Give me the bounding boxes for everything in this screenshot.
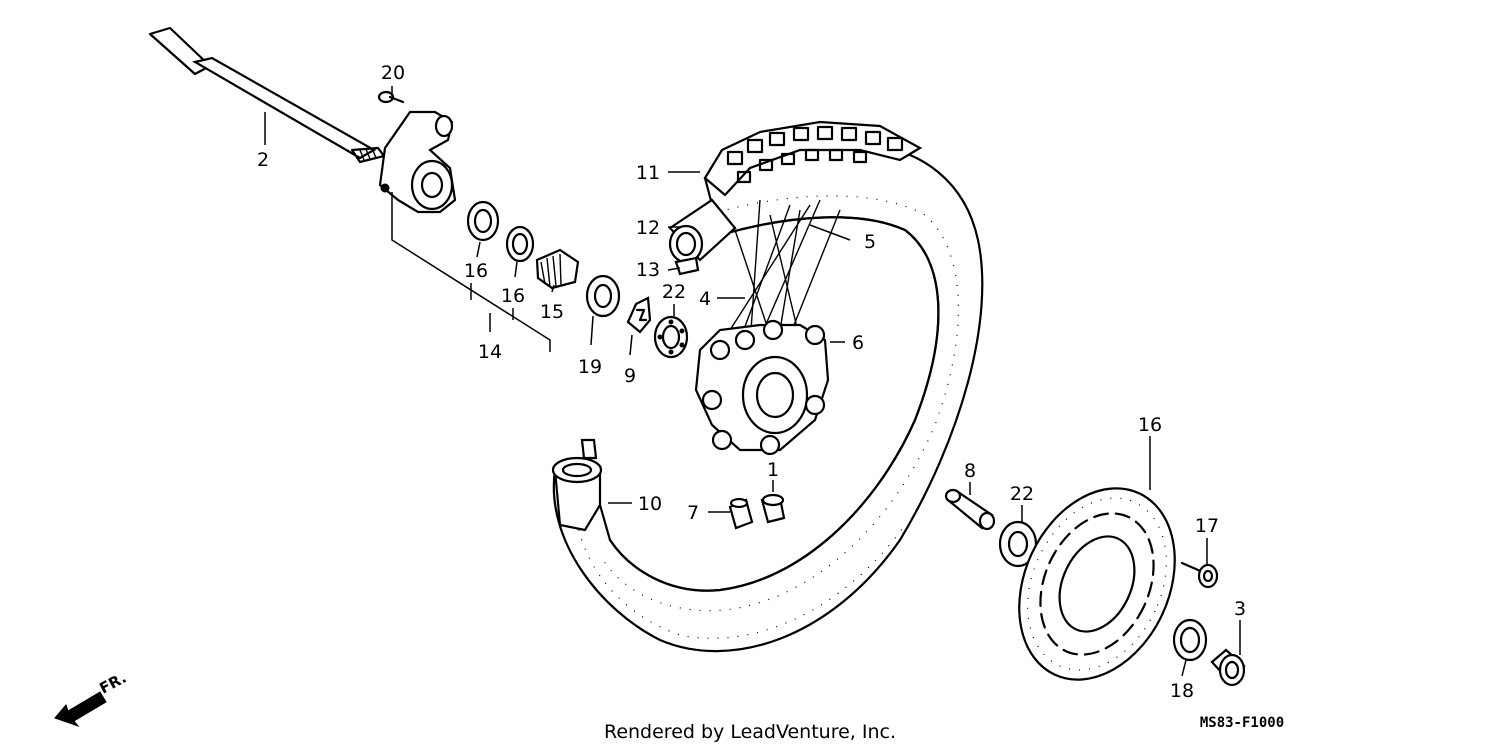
spoke-nut-part: [760, 493, 786, 524]
gear-retainer-part: [626, 296, 652, 334]
tire-tread: [703, 120, 923, 197]
front-direction-arrow-icon: [54, 691, 107, 728]
left-bearing-part: [653, 315, 689, 359]
spokes-part: [729, 199, 841, 346]
callout-1: 1: [767, 459, 779, 481]
rim-band-part: [551, 438, 603, 532]
leader-lines: [264, 86, 1241, 677]
callout-6: 6: [852, 332, 864, 354]
callout-22-right: 22: [1010, 483, 1034, 505]
side-collar-part: [1210, 648, 1246, 687]
side-seal-part: [585, 274, 621, 318]
callout-14: 14: [478, 341, 502, 363]
callout-22-left: 22: [662, 281, 686, 303]
callout-16-left: 16: [464, 260, 488, 282]
wheel-hub-part: [694, 319, 830, 456]
callout-21: 20: [381, 62, 405, 84]
gear-seal-part: [505, 225, 535, 263]
callout-labels: 20 2 11 12 13 5 4 6 22 16 16 15 14 19 9 …: [257, 62, 1246, 702]
diagram-code: MS83-F1000: [1200, 715, 1284, 731]
speedometer-gearbox-part: [378, 110, 457, 214]
callout-15: 15: [540, 301, 564, 323]
callout-11: 11: [636, 162, 660, 184]
callout-8: 8: [964, 460, 976, 482]
front-direction-label: FR.: [96, 669, 129, 698]
wheel-rim-and-tire: [552, 120, 984, 653]
callout-17: 16: [1138, 414, 1162, 436]
speedometer-bolt-part: [377, 90, 405, 104]
speedometer-gear-part: [535, 248, 580, 290]
valve-cap-part: [728, 497, 754, 530]
disc-bolt-part: [1180, 561, 1219, 589]
inner-tube-part: [668, 198, 737, 264]
callout-19: 18: [1170, 680, 1194, 702]
callout-4: 4: [699, 288, 711, 310]
callout-13: 13: [636, 259, 660, 281]
brake-disc-part: [1018, 487, 1176, 681]
callout-18: 17: [1195, 515, 1219, 537]
callout-5: 5: [864, 231, 876, 253]
tube-valve-part: [674, 256, 700, 276]
callout-16-right: 16: [501, 285, 525, 307]
callout-9: 9: [624, 365, 636, 387]
front-direction-marker: FR.: [54, 669, 129, 728]
dust-seal-part: [466, 200, 500, 242]
callout-3: 3: [1234, 598, 1246, 620]
callout-20: 19: [578, 356, 602, 378]
distance-collar-part: [944, 488, 996, 531]
right-dust-seal-part: [1172, 618, 1208, 662]
axle-part: [148, 26, 386, 164]
callout-2: 2: [257, 149, 269, 171]
callout-10: 10: [638, 493, 662, 515]
callout-12: 12: [636, 217, 660, 239]
callout-7: 7: [687, 502, 699, 524]
render-credit: Rendered by LeadVenture, Inc.: [604, 721, 896, 743]
